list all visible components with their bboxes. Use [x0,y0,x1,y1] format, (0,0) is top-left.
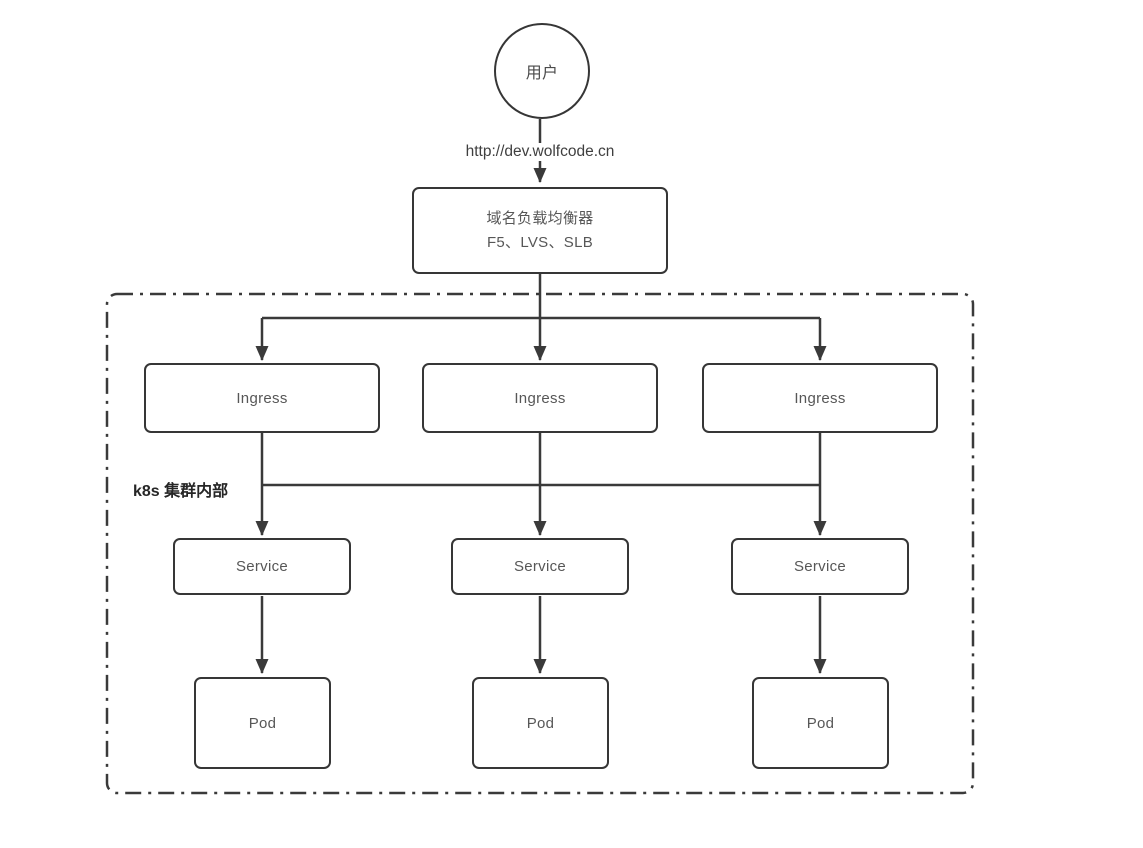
cluster-label: k8s 集群内部 [133,483,229,500]
pod-node-3-label: Pod [806,714,835,732]
ingress-node-1-label: Ingress [236,389,288,407]
pod-node-1-label: Pod [248,714,277,732]
service-node-3: Service [731,538,909,595]
user-node-label: 用户 [525,65,559,82]
cluster-boundary [105,292,975,795]
service-node-1-label: Service [235,558,289,575]
service-node-1: Service [173,538,351,595]
ingress-node-3-label: Ingress [794,389,846,407]
request-url-label: http://dev.wolfcode.cn [460,143,620,161]
service-node-2-label: Service [513,558,567,575]
pod-node-1: Pod [194,677,331,769]
pod-node-3: Pod [752,677,889,769]
load-balancer-products: F5、LVS、SLB [486,233,594,251]
ingress-node-3: Ingress [702,363,938,433]
ingress-node-1: Ingress [144,363,380,433]
ingress-node-2: Ingress [422,363,658,433]
load-balancer-name: 域名负载均衡器 [486,210,594,228]
load-balancer-node: 域名负载均衡器 F5、LVS、SLB [412,187,668,274]
service-node-3-label: Service [793,558,847,575]
pod-node-2: Pod [472,677,609,769]
pod-node-2-label: Pod [526,714,555,732]
ingress-node-2-label: Ingress [514,389,566,407]
user-node: 用户 [494,23,590,119]
service-node-2: Service [451,538,629,595]
